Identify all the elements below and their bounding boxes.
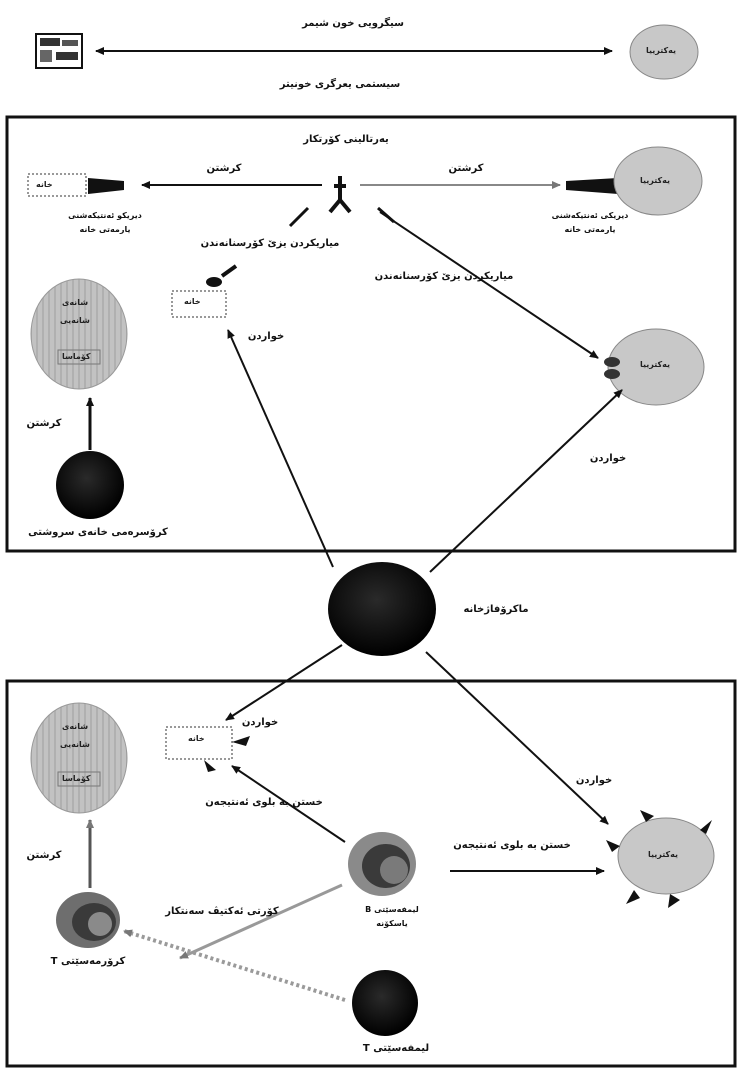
panel1-left-kill-vertical: کرشتن [26,418,62,429]
panel2-b-to-cell-label: خستن بە بلوی ئەنتیجەن [205,797,323,808]
panel1-bacteria-top: یەکترییا [640,176,671,185]
panel2-b-to-bacteria-label: خستن بە بلوی ئەنتیجەن [453,840,571,851]
receptor-left [88,178,124,194]
macrophage-arrow-up-left [227,329,334,568]
panel1-infected-3: کۆماسا [62,352,91,361]
t-cell [352,970,418,1036]
panel1-title: یەرتالینی کۆرتکار [303,134,389,145]
panel1-left-kill: کرشتن [206,163,242,174]
receptor-right [566,178,618,194]
bacteria-right-top [613,146,703,216]
panel1-right-middle: میاریکردن یزێ کۆرسنانەندن [374,271,514,282]
macrophage-arrow-down-right [425,651,609,825]
panel1-left-receptor-2: یارمەتی خانە [79,225,131,234]
panel2-b-cell-label-2: یاسکۆنە [376,919,408,928]
panel2-t-killer-label: کرۆرمەسێتی T [50,956,126,967]
top-bacteria [629,24,699,80]
infected-cell-left [30,278,128,390]
top-bacteria-label: یەکترییا [646,46,677,55]
panel1-bacteria-mid: یەکترییا [640,360,671,369]
macrophage-arrow-up-right [429,389,623,573]
panel1-left-eat: خواردن [247,331,285,342]
antibody-icon [328,176,352,214]
panel1-nk-label: کرۆسرەمی خانەی سروشتی [28,527,168,538]
panel1-infected-1: شانەی [62,298,89,307]
macrophage-label: ماکرۆفاژخانە [463,604,529,615]
panel-innate [5,115,737,553]
panel2-kill-vertical: کرشتن [26,850,62,861]
panel1-infected-2: شانەیی [60,316,90,325]
infected-cell-left-2 [30,702,128,814]
panel1-right-receptor-2: یارمەتی خانە [564,225,616,234]
bacteria-bottom [606,810,715,908]
macrophage-group [225,329,623,825]
b-to-cell-arrow [231,765,346,843]
b-cell [348,832,416,896]
panel2-bacteria-label: یەکترییا [648,850,679,859]
panel1-right-eat: خواردن [589,453,627,464]
panel2-t-cell-label: لیمفەسێتی T [362,1043,430,1054]
opsonin-left [171,264,238,318]
top-system-label: سیستمی یعرگری خونیتر [279,79,401,90]
panel1-right-kill: کرشتن [448,163,484,174]
panel2-b-cell-label-1: لیمفەسێتی B [365,905,419,914]
cell-tag-left [27,173,87,197]
panel1-left-middle: میاریکردن یزێ کۆرسنانەندن [200,238,340,249]
t-killer-cell [56,892,120,948]
panel-adaptive [5,679,737,1068]
top-strip [35,24,699,80]
panel1-left-receptor-1: دیریکو ئەنتیکەشنی [68,211,142,220]
blood-sample-icon [35,33,83,69]
nk-cell [56,451,124,519]
connector-left-short [288,206,310,228]
panel1-cell-tag-mid: خانە [184,297,201,306]
opsonized-cell-tag [165,726,250,772]
panel2-cell-tag: خانە [188,734,205,743]
panel1-cell-tag-left: خانە [36,180,53,189]
panel2-infected-2: شانەیی [60,740,90,749]
panel2-activate-label: کۆرتی ئەکتیڤ سەنتکار [165,906,279,917]
panel2-eat-left: خواردن [241,717,279,728]
panel2-infected-3: کۆماسا [62,774,91,783]
macrophage-cell [328,562,436,656]
top-blood-label: سیگرویی خون شیمر [302,18,404,29]
panel2-eat-right: خواردن [575,775,613,786]
panel2-infected-1: شانەی [62,722,89,731]
activate-arrow [179,883,343,960]
panel1-right-receptor-1: دیریکی ئەنتیکەشنی [551,211,629,220]
bacteria-right-mid [604,328,705,406]
opsonin-arrow-right [379,211,599,359]
t-dotted-arrow [123,929,346,1002]
